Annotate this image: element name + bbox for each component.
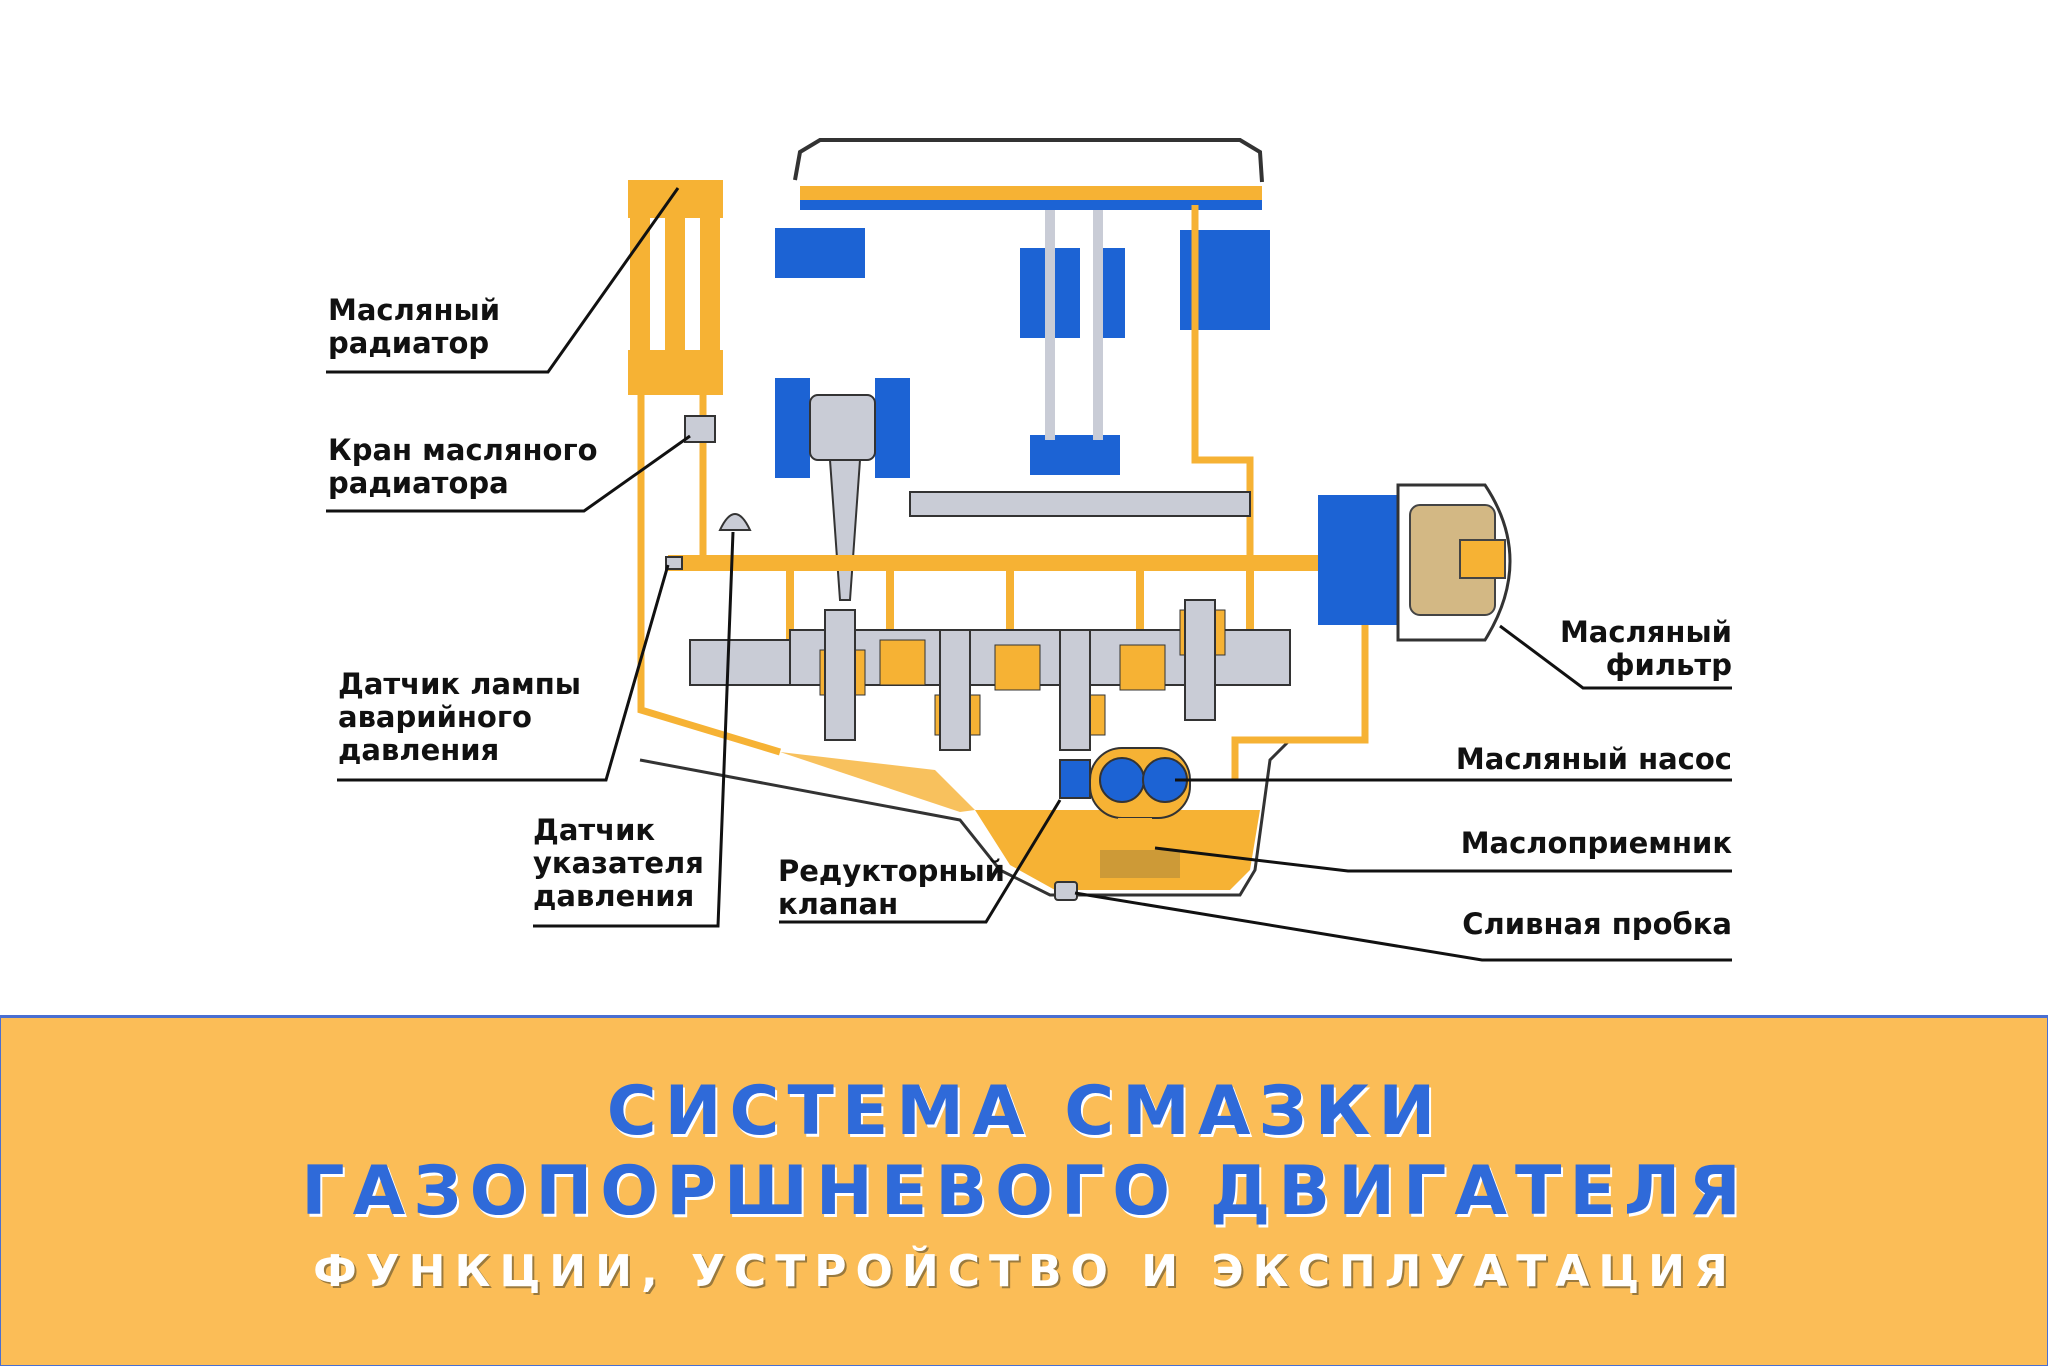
- head-left: [775, 228, 865, 278]
- oil-radiator-tube-3: [700, 218, 720, 393]
- valve-block-low: [1030, 435, 1120, 475]
- filter-to-pump-line: [1231, 625, 1369, 780]
- label-reducing-valve: Редукторный клапан: [778, 854, 1006, 921]
- crankshaft-end: [689, 639, 791, 686]
- valve-cover: [793, 138, 1264, 183]
- pump-gear-1: [1099, 757, 1145, 803]
- crank-counterweight-2: [939, 629, 971, 751]
- rocker-shaft: [800, 200, 1262, 210]
- filter-core: [1459, 539, 1506, 579]
- crank-journal-3: [994, 644, 1041, 691]
- oil-sump: [639, 738, 1292, 897]
- crank-counterweight-3: [1059, 629, 1091, 751]
- oil-radiator-bottom: [628, 350, 723, 395]
- crank-journal-6: [1119, 644, 1166, 691]
- label-oil-filter: Масляный фильтр: [1559, 615, 1732, 682]
- leader-lines: [326, 187, 1732, 962]
- gallery-branches: [786, 571, 1254, 640]
- label-pressure-indicator-sensor: Датчик указателя давления: [533, 813, 704, 913]
- label-oil-pump: Масляный насос: [1455, 742, 1732, 776]
- piston: [809, 394, 876, 461]
- banner-title-line-1: СИСТЕМА СМАЗКИ: [606, 1072, 1444, 1151]
- reducing-valve: [1059, 759, 1091, 799]
- cylinder-wall-left: [775, 378, 810, 478]
- oil-return-film: [780, 752, 975, 812]
- camshaft: [909, 491, 1251, 517]
- label-drain-plug: Сливная пробка: [1462, 907, 1732, 941]
- radiator-return-line: [637, 395, 782, 756]
- lubrication-system-diagram: [326, 138, 1732, 962]
- title-banner: СИСТЕМА СМАЗКИ ГАЗОПОРШНЕВОГО ДВИГАТЕЛЯ …: [0, 1015, 2048, 1366]
- banner-title-line-2: ГАЗОПОРШНЕВОГО ДВИГАТЕЛЯ: [301, 1152, 1749, 1231]
- oil-radiator-tube-2: [665, 218, 685, 393]
- label-oil-radiator: Масляный радиатор: [328, 293, 501, 360]
- drain-plug: [1054, 881, 1078, 901]
- cylinder-wall-right: [875, 378, 910, 478]
- oil-radiator-top: [628, 180, 723, 218]
- oil-intake-pipe: [1118, 818, 1152, 853]
- filter-housing: [1318, 495, 1398, 625]
- rocker-oil-gallery: [800, 186, 1262, 200]
- main-oil-gallery: [668, 555, 1368, 571]
- crank-journal-2: [879, 639, 926, 686]
- label-oil-intake: Маслоприемник: [1460, 826, 1732, 860]
- connecting-rod: [828, 459, 862, 601]
- label-radiator-valve: Кран масляного радиатора: [328, 433, 598, 500]
- label-emergency-pressure-sensor: Датчик лампы аварийного давления: [338, 667, 581, 767]
- emergency-pressure-sensor: [665, 556, 683, 570]
- banner-subtitle: ФУНКЦИИ, УСТРОЙСТВО И ЭКСПЛУАТАЦИЯ: [313, 1246, 1737, 1297]
- oil-intake-screen: [1100, 850, 1180, 878]
- crank-counterweight-4: [1184, 599, 1216, 721]
- oil-radiator-tube-1: [630, 218, 650, 393]
- crank-counterweight-1: [824, 609, 856, 741]
- pressure-indicator-sensor: [718, 513, 752, 531]
- radiator-valve: [684, 415, 716, 443]
